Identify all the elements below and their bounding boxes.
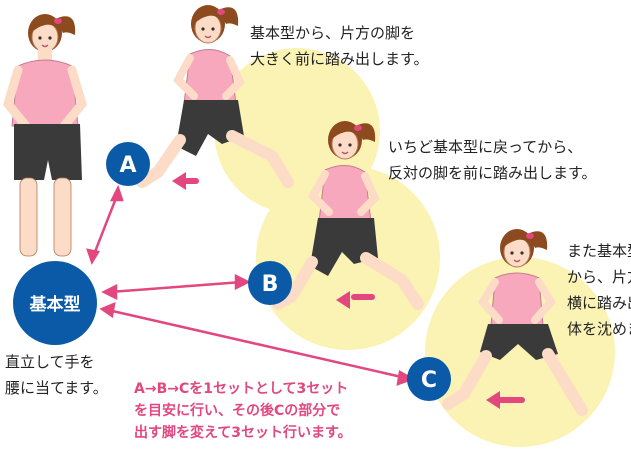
spotlight-c	[425, 257, 615, 447]
badge-b: B	[248, 261, 292, 305]
caption-c-line: また基本型に戻って	[567, 242, 631, 260]
caption-a-line: 基本型から、片方の脚を	[250, 24, 416, 42]
caption-c: また基本型に戻って から、片方の脚を 横に踏み出して 体を沈めます。	[567, 238, 631, 342]
badge-b-label: B	[262, 272, 279, 297]
base-caption-line: 腰に当てます。	[5, 379, 108, 397]
badge-c: C	[407, 357, 451, 401]
note-line: A→B→Cを1セットとして3セット	[134, 381, 349, 397]
figure-b	[272, 120, 424, 310]
base-label: 基本型	[29, 294, 81, 315]
badge-a: A	[106, 142, 150, 186]
caption-a: 基本型から、片方の脚を 大きく前に踏み出します。	[250, 20, 429, 72]
badge-c-label: C	[421, 368, 437, 393]
base-badge: 基本型	[13, 261, 97, 345]
set-instructions-note: A→B→Cを1セットとして3セット を目安に行い、その後Cの部分で 出す脚を変え…	[134, 378, 434, 452]
figure-a	[136, 4, 294, 190]
caption-c-line: 横に踏み出して	[567, 294, 631, 312]
caption-b-line: 反対の脚を前に踏み出します。	[388, 164, 597, 182]
connector-arrows	[86, 184, 415, 386]
caption-b-line: いちど基本型に戻ってから、	[388, 138, 583, 156]
standing-figure	[3, 13, 87, 257]
note-line: 出す脚を変えて3セット行います。	[134, 425, 352, 441]
caption-c-line: から、片方の脚を	[567, 268, 631, 286]
caption-b: いちど基本型に戻ってから、 反対の脚を前に踏み出します。	[388, 134, 631, 186]
badge-a-label: A	[119, 153, 136, 178]
caption-c-line: 体を沈めます。	[567, 320, 631, 338]
note-line: を目安に行い、その後Cの部分で	[134, 403, 341, 419]
figure-c	[442, 228, 588, 416]
base-caption-line: 直立して手を	[5, 353, 95, 371]
base-caption: 直立して手を 腰に当てます。	[5, 349, 108, 401]
caption-a-line: 大きく前に踏み出します。	[250, 50, 429, 68]
